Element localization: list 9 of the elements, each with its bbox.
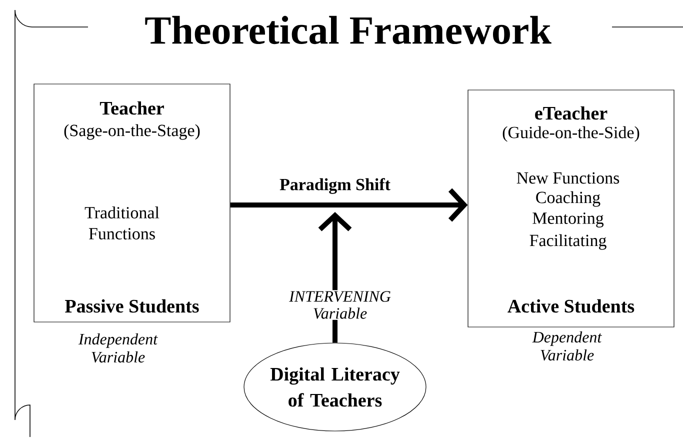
arrow-caption: INTERVENING Variable [284, 290, 396, 320]
arrow [230, 188, 468, 222]
variable-caption: Dependent Variable [532, 331, 602, 361]
variable-caption: Independent Variable [78, 333, 158, 363]
title: Theoretical Framework [145, 16, 552, 44]
text-box: eTeacher (Guide-on-the-Side) New Functions Coaching Mentoring Facilitating Active Students [468, 90, 674, 328]
text-box: Teacher (Sage-on-the-Stage) Traditional Functions Passive Students [34, 84, 230, 322]
edge-label: Paradigm Shift [280, 178, 390, 194]
ellipse-node: Digital Literacy of Teachers [244, 342, 426, 432]
